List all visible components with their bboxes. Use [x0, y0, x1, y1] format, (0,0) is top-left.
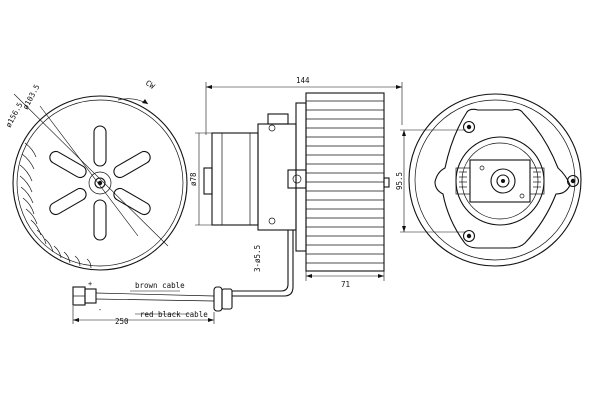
minus-terminal-label: - — [98, 306, 102, 314]
mount-holes-label: 3-ø5.5 — [253, 245, 262, 272]
flange-hole-top — [268, 124, 276, 132]
hub-circle — [94, 177, 106, 189]
red-black-wire — [95, 298, 215, 302]
dia-outer-label: ø156.5 — [4, 101, 25, 129]
front-outer-circle — [408, 93, 582, 267]
connector-sleeve — [84, 288, 97, 304]
side-elevation-view: 144 — [72, 76, 403, 326]
motor-hub — [490, 168, 516, 194]
hub-outer-circle — [88, 171, 112, 195]
front-rim-circle — [414, 99, 576, 261]
fan-wheel-view: ø103.5 ø156.5 CW — [4, 78, 188, 271]
motor-face — [469, 159, 531, 203]
dia-outer-leader — [13, 93, 169, 247]
rotation-label: CW — [144, 78, 157, 91]
dim-71-label: 71 — [341, 280, 350, 289]
front-hole-bottom — [462, 229, 476, 243]
rotation-arrowhead — [142, 99, 148, 104]
dim-95-label: 95.5 — [395, 172, 404, 190]
dim-78-label: ø78 — [189, 172, 198, 186]
motor-housing-circle — [455, 136, 545, 226]
plus-terminal-label: + — [88, 280, 92, 288]
fan-rim-circle — [16, 99, 184, 267]
fan-blades — [19, 142, 92, 269]
dia-inner-label: ø103.5 — [21, 83, 42, 111]
connector-block — [287, 169, 307, 189]
brown-cable-label: brown cable — [135, 281, 185, 290]
dim-144-label: 144 — [296, 76, 310, 85]
motor-body — [211, 132, 259, 226]
flange-hole-bottom — [268, 217, 276, 225]
blower-fins — [306, 100, 384, 264]
front-hole-right — [566, 174, 580, 188]
shaft-end — [383, 177, 390, 188]
dia-inner-leader — [39, 105, 139, 237]
mounting-plate — [434, 108, 571, 249]
cable-grommet — [213, 286, 223, 312]
front-view: 95.5 — [395, 93, 582, 267]
flange-plate — [257, 123, 297, 231]
dim-250-label: 250 — [115, 317, 129, 326]
mounting-flange — [295, 102, 307, 252]
flange-top-tab — [267, 113, 289, 125]
hub-spokes — [49, 125, 151, 241]
front-hole-top — [462, 120, 476, 134]
motor-endcap — [203, 167, 213, 195]
red-black-cable-label: red black cable — [140, 310, 208, 319]
cable-route-outer — [232, 230, 294, 297]
brown-wire — [95, 292, 215, 297]
cable-route-inner — [232, 230, 289, 292]
hub-center — [97, 180, 103, 186]
fan-outer-circle — [12, 95, 188, 271]
